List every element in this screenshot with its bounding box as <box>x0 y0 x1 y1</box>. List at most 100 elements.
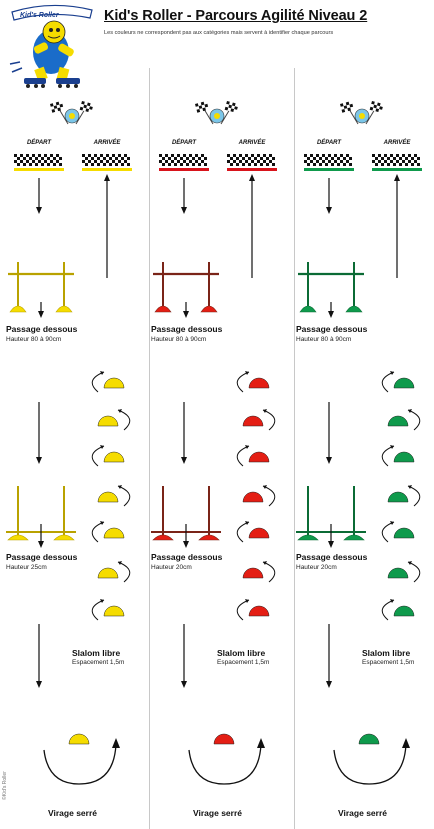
copyright-credit: ©Kid's Roller <box>2 771 8 800</box>
slalom-arrow <box>262 561 276 583</box>
u-turn-arrow <box>188 738 265 785</box>
turn-cone <box>68 733 90 745</box>
lane-divider <box>294 68 295 829</box>
slalom-cone <box>393 605 415 617</box>
start-label: DÉPART <box>316 140 342 146</box>
slalom-cone <box>248 377 270 389</box>
slalom-arrow <box>407 485 421 507</box>
checkered-flags-emblem <box>195 100 239 125</box>
slalom-cone <box>393 451 415 463</box>
high-gate <box>8 262 74 313</box>
slalom-cone <box>387 415 409 427</box>
arrow-down <box>36 624 42 688</box>
slalom-cone <box>242 415 264 427</box>
start-label: DÉPART <box>26 140 52 146</box>
slalom-arrow <box>262 485 276 507</box>
slalom-arrow <box>236 371 250 393</box>
arrow-down <box>328 524 334 548</box>
finish-line <box>82 154 132 171</box>
high-gate-height: Hauteur 80 à 90cm <box>6 336 62 343</box>
tight-turn-label: Virage serré <box>48 808 97 818</box>
checkered-flags-emblem <box>50 100 94 125</box>
slalom-spacing: Espacement 1,5m <box>217 659 270 666</box>
low-gate-height: Hauteur 20cm <box>296 564 337 571</box>
start-label: DÉPART <box>171 140 197 146</box>
slalom-label: Slalom libre <box>362 648 411 658</box>
slalom-arrow <box>262 409 276 431</box>
arrow-down <box>181 624 187 688</box>
high-gate <box>298 262 364 313</box>
arrow-down <box>326 402 332 464</box>
finish-line <box>372 154 422 171</box>
slalom-spacing: Espacement 1,5m <box>362 659 415 666</box>
arrow-down <box>38 524 44 548</box>
slalom-cone <box>103 527 125 539</box>
slalom-arrow <box>407 561 421 583</box>
slalom-cone <box>393 377 415 389</box>
slalom-arrow <box>91 599 105 621</box>
start-line <box>304 154 354 171</box>
slalom-arrow <box>381 445 395 467</box>
slalom-spacing: Espacement 1,5m <box>72 659 125 666</box>
slalom-cone <box>97 567 119 579</box>
slalom-arrow <box>117 485 131 507</box>
finish-line <box>227 154 277 171</box>
arrow-down <box>326 178 332 214</box>
arrow-down <box>36 178 42 214</box>
slalom-cone <box>248 451 270 463</box>
arrow-down <box>181 402 187 464</box>
slalom-arrow <box>117 561 131 583</box>
tight-turn-label: Virage serré <box>338 808 387 818</box>
u-turn-arrow <box>333 738 410 785</box>
tight-turn-label: Virage serré <box>193 808 242 818</box>
slalom-cone <box>242 491 264 503</box>
arrow-up <box>249 174 255 278</box>
high-gate-label: Passage dessous <box>6 324 78 334</box>
checkered-flags-emblem <box>340 100 384 125</box>
slalom-cone <box>97 491 119 503</box>
start-line <box>159 154 209 171</box>
arrow-down <box>328 302 334 318</box>
arrow-down <box>181 178 187 214</box>
high-gate-height: Hauteur 80 à 90cm <box>151 336 207 343</box>
slalom-cone <box>242 567 264 579</box>
arrow-up <box>104 174 110 278</box>
slalom-cone <box>103 451 125 463</box>
arrow-down <box>36 402 42 464</box>
page-title: Kid's Roller - Parcours Agilité Niveau 2 <box>104 8 368 24</box>
kids-roller-logo: Kid's Roller <box>9 4 93 88</box>
arrow-down <box>183 302 189 318</box>
logo-text: Kid's Roller <box>20 12 60 19</box>
arrow-up <box>394 174 400 278</box>
slalom-cone <box>393 527 415 539</box>
high-gate <box>153 262 219 313</box>
high-gate-label: Passage dessous <box>296 324 368 334</box>
low-gate-label: Passage dessous <box>296 552 368 562</box>
slalom-cone <box>103 377 125 389</box>
slalom-arrow <box>381 521 395 543</box>
slalom-cone <box>248 527 270 539</box>
slalom-arrow <box>236 521 250 543</box>
slalom-cone <box>103 605 125 617</box>
slalom-arrow <box>381 599 395 621</box>
lane-divider <box>149 68 150 829</box>
turn-cone <box>213 733 235 745</box>
slalom-cone <box>387 491 409 503</box>
course-diagram-green <box>296 100 422 785</box>
slalom-arrow <box>91 445 105 467</box>
arrow-down <box>183 524 189 548</box>
u-turn-arrow <box>43 738 120 785</box>
start-line <box>14 154 64 171</box>
slalom-arrow <box>381 371 395 393</box>
slalom-arrow <box>407 409 421 431</box>
course-diagram-yellow <box>6 100 132 785</box>
slalom-label: Slalom libre <box>217 648 266 658</box>
slalom-arrow <box>91 371 105 393</box>
header: Kid's Roller Kid's Roller - Parcours Agi… <box>0 0 434 92</box>
high-gate-label: Passage dessous <box>151 324 223 334</box>
low-gate-height: Hauteur 25cm <box>6 564 47 571</box>
slalom-arrow <box>117 409 131 431</box>
